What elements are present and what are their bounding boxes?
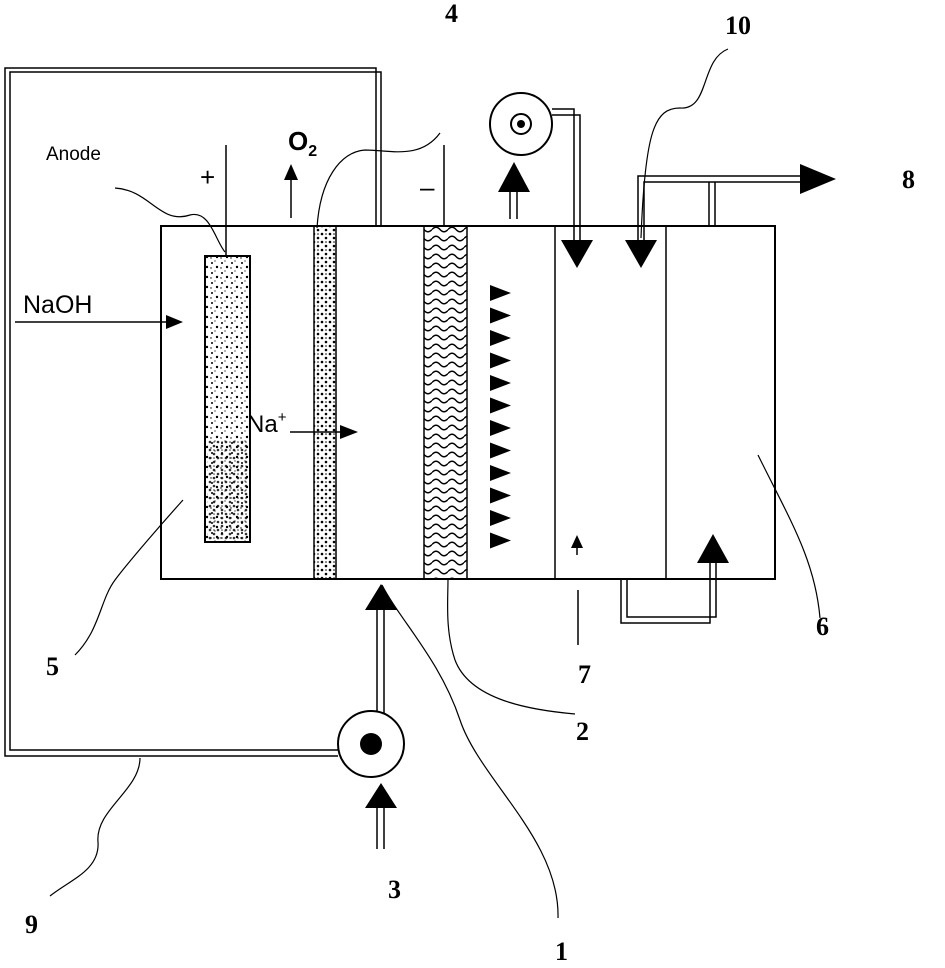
product-outlet-arrow [800, 164, 836, 194]
callout-6: 6 [816, 612, 829, 641]
leader-9 [49, 757, 141, 897]
callout-7: 7 [578, 660, 591, 689]
leader-lines [49, 48, 821, 919]
callout-5: 5 [46, 652, 59, 681]
callout-9: 9 [25, 910, 38, 939]
bottom-transfer-arrow [697, 534, 729, 563]
leader-anode [114, 187, 226, 253]
bubble-marker [490, 532, 511, 549]
anode-plate-dense [207, 440, 248, 540]
naoh-label: NaOH [23, 291, 92, 319]
bubble-marker [490, 420, 511, 436]
leader-2 [446, 578, 576, 715]
bottom-transfer-line [620, 560, 717, 624]
oxygen-label: O2 [288, 126, 317, 160]
callout-1: 1 [555, 937, 568, 966]
callout-8: 8 [902, 165, 915, 194]
callout-4: 4 [445, 0, 458, 28]
cell-body [160, 225, 776, 580]
leader-10 [640, 48, 729, 239]
gas-bubble-markers [490, 285, 511, 549]
leader-5 [74, 499, 184, 656]
feed-arrow-10 [625, 240, 657, 268]
leader-4 [316, 132, 441, 229]
power-circuit-line [4, 67, 382, 757]
pump-icon [489, 92, 553, 156]
bottom-inlet-flow [365, 584, 397, 849]
bubble-marker [490, 397, 511, 414]
membrane-4 [313, 225, 337, 580]
bubble-marker [490, 510, 511, 526]
sodium-ion-arrow [290, 425, 358, 439]
recirculation-arrow [561, 240, 593, 268]
bubble-marker [490, 307, 511, 324]
recirculation-line [552, 108, 581, 244]
bubble-marker [490, 442, 511, 459]
sodium-ion-label: Na+ [247, 409, 287, 438]
bubble-marker [490, 352, 511, 369]
naoh-feed-arrow [15, 315, 183, 329]
compartment-7-arrow [571, 535, 583, 555]
pump-icon [337, 710, 405, 778]
bubble-marker [490, 330, 511, 346]
plus-sign: + [200, 162, 215, 192]
oxygen-outlet-arrow [284, 164, 298, 218]
top-outlet-flow [498, 162, 530, 219]
leader-1 [381, 584, 559, 919]
bubble-marker [490, 375, 511, 391]
product-outlet-line [637, 175, 805, 246]
callout-3: 3 [388, 875, 401, 904]
cathode-2 [423, 225, 468, 580]
bubble-marker [490, 487, 511, 504]
bubble-marker [490, 285, 511, 301]
minus-sign: – [420, 172, 435, 202]
callout-2: 2 [576, 717, 589, 746]
bubble-marker [490, 465, 511, 481]
callout-10: 10 [725, 11, 751, 40]
leader-6 [757, 454, 821, 619]
anode-label: Anode [46, 144, 101, 165]
